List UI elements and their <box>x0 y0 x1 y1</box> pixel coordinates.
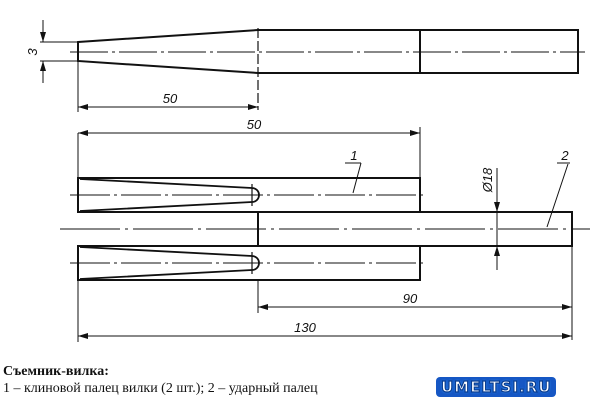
dimension-label-50-fork: 50 <box>247 117 262 132</box>
dimension-label-90: 90 <box>403 291 418 306</box>
dimension-tip-width: 3 <box>25 20 46 83</box>
callout-label-2: 2 <box>560 148 569 163</box>
dimension-label-3: 3 <box>25 48 40 56</box>
dimension-label-50-top: 50 <box>163 91 178 106</box>
dimension-taper-length: 50 <box>78 91 258 110</box>
callout-part-2: 2 <box>546 148 570 228</box>
fork-finger-upper <box>70 177 425 213</box>
figure-title: Съемник-вилка: <box>3 364 109 379</box>
dimension-fork-length: 50 <box>77 117 421 178</box>
dimension-strike-pin-length: 90 <box>258 291 572 310</box>
watermark-logo: UMELTSI.RU <box>436 377 557 397</box>
strike-pin <box>60 211 590 247</box>
fork-finger-lower <box>70 245 425 281</box>
figure-legend: 1 – клиновой палец вилки (2 шт.); 2 – уд… <box>3 381 318 396</box>
dimension-label-diameter: Ø18 <box>480 167 495 193</box>
dimension-label-130: 130 <box>294 320 316 335</box>
callout-part-1: 1 <box>345 148 362 194</box>
callout-label-1: 1 <box>350 148 357 163</box>
top-view-part <box>40 28 585 112</box>
extension-lines <box>77 246 573 342</box>
dimension-total-length: 130 <box>78 320 572 339</box>
dimension-diameter: Ø18 <box>480 167 500 270</box>
